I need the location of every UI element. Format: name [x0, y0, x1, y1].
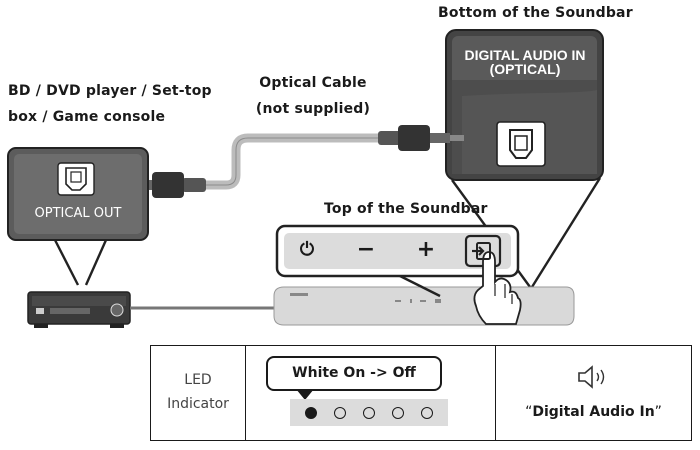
source-button[interactable] — [468, 238, 498, 264]
led-dot — [421, 406, 434, 419]
optical-cable-line1: Optical Cable — [259, 75, 367, 91]
source-callout — [7, 147, 149, 286]
digital-audio-in-line2: (OPTICAL) — [489, 61, 561, 77]
led-dot — [362, 406, 375, 419]
led-label-line1: LED — [184, 372, 212, 388]
voice-guide-text: “Digital Audio In” — [496, 404, 691, 420]
top-panel-callout — [399, 274, 441, 298]
voice-guide-cell: “Digital Audio In” — [496, 346, 691, 440]
led-state-cell: White On -> Off — [246, 346, 496, 440]
led-dot — [333, 406, 346, 419]
optical-out-label: OPTICAL OUT — [34, 206, 122, 221]
led-state-bubble: White On -> Off — [266, 356, 442, 391]
volume-down-button[interactable]: − — [354, 235, 378, 265]
led-indicator-table: LED Indicator White On -> Off “Digital A… — [150, 345, 692, 441]
source-device-line1: BD / DVD player / Set-top — [8, 83, 212, 99]
led-dot — [304, 406, 317, 419]
callout-line-right — [530, 177, 602, 288]
top-of-soundbar-label: Top of the Soundbar — [324, 201, 488, 217]
source-device-label: BD / DVD player / Set-top box / Game con… — [8, 78, 212, 130]
power-icon: ⏻ — [299, 239, 315, 260]
led-label-cell: LED Indicator — [151, 346, 246, 440]
pointing-hand-icon — [473, 251, 522, 325]
led-dots — [290, 399, 448, 426]
soundbar-top-panel — [275, 224, 520, 278]
volume-up-button[interactable]: + — [414, 235, 438, 265]
led-indicator-label: LED Indicator — [151, 346, 245, 416]
soundbar-bottom-panel — [445, 29, 604, 181]
source-device — [27, 291, 131, 328]
optical-cable-label: Optical Cable (not supplied) — [253, 70, 373, 122]
optical-cable-line2: (not supplied) — [255, 101, 371, 117]
digital-audio-in-label: DIGITAL AUDIO IN (OPTICAL) — [456, 48, 594, 76]
bubble-pointer — [296, 389, 314, 400]
quote-open: “ — [525, 404, 533, 420]
quote-close: ” — [654, 404, 662, 420]
digital-audio-in-line1: DIGITAL AUDIO IN — [464, 47, 586, 63]
soundbar-body — [273, 286, 575, 326]
led-dot — [392, 406, 405, 419]
minus-icon: − — [356, 237, 376, 262]
source-device-line2: box / Game console — [8, 109, 166, 125]
power-button[interactable]: ⏻ — [295, 235, 319, 265]
plus-icon: + — [416, 237, 436, 262]
led-label-line2: Indicator — [167, 396, 229, 412]
bottom-of-soundbar-label: Bottom of the Soundbar — [438, 5, 633, 21]
speaker-sound-icon — [578, 365, 605, 389]
voice-guide-main: Digital Audio In — [532, 404, 655, 420]
source-input-icon — [472, 242, 491, 260]
optical-cable — [120, 125, 464, 198]
